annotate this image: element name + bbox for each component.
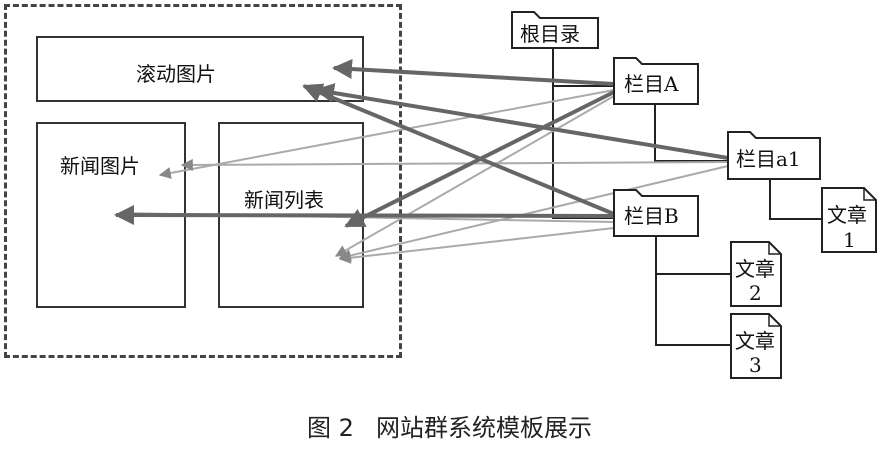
folder-column-a1: 栏目a1 [727,131,821,180]
document-icon [730,241,782,307]
article-2-title: 文章 [735,257,775,281]
folder-icon [613,57,699,105]
template-frame [4,4,402,358]
figure-number: 图 2 [307,414,354,442]
article-1-number: 1 [843,228,856,252]
column-a-to-a1-line [654,104,727,162]
folder-root: 根目录 [511,11,599,49]
figure-caption: 图 2 网站群系统模板展示 [0,408,893,443]
document-icon [821,187,877,253]
news-images-label: 新闻图片 [60,154,140,178]
folder-icon [511,11,599,49]
scroll-images-label: 滚动图片 [136,62,216,86]
document-article-1: 文章 1 [821,187,877,253]
root-label: 根目录 [520,22,580,46]
column-b-to-article-2-line [655,236,731,275]
thick-arrows [114,59,729,228]
article-3-number: 3 [749,353,762,377]
folder-icon [613,189,699,237]
article-1-title: 文章 [827,203,867,227]
column-a-label: 栏目A [624,72,679,96]
document-icon [730,313,782,379]
column-b-label: 栏目B [624,204,679,228]
page-fold [768,314,781,327]
arrow-a1-to-news-images [180,158,729,171]
arrow-a1-to-scroll-images [314,83,729,160]
folder-column-b: 栏目B [613,189,699,237]
arrow-a1-to-news-list [338,165,729,262]
arrow-a-to-news-list [334,95,615,257]
site-tree-diagram: 根目录 栏目A 栏目a1 栏目B 文章 1 文章 2 文章 3 [114,11,877,379]
a1-to-article-1-line [769,179,822,220]
arrow-b-to-scroll-images [302,83,615,216]
article-2-number: 2 [749,281,762,305]
column-b-to-article-3-line [655,274,731,346]
thin-arrows [118,89,729,264]
document-article-2: 文章 2 [730,241,782,307]
arrow-a-to-news-images [158,89,615,179]
arrow-a-to-scroll-images [332,59,615,86]
page-fold [768,242,781,255]
folder-icon [727,131,821,180]
page-fold [863,188,876,201]
arrow-b-to-news-images-thick [114,205,615,226]
arrow-b-to-news-list [338,227,615,264]
arrow-a-to-news-list-thick [344,90,615,228]
column-a1-label: 栏目a1 [736,147,801,171]
document-article-3: 文章 3 [730,313,782,379]
article-3-title: 文章 [735,329,775,353]
figure-title: 网站群系统模板展示 [375,414,592,442]
folder-column-a: 栏目A [613,57,699,105]
news-list-label: 新闻列表 [244,188,324,212]
